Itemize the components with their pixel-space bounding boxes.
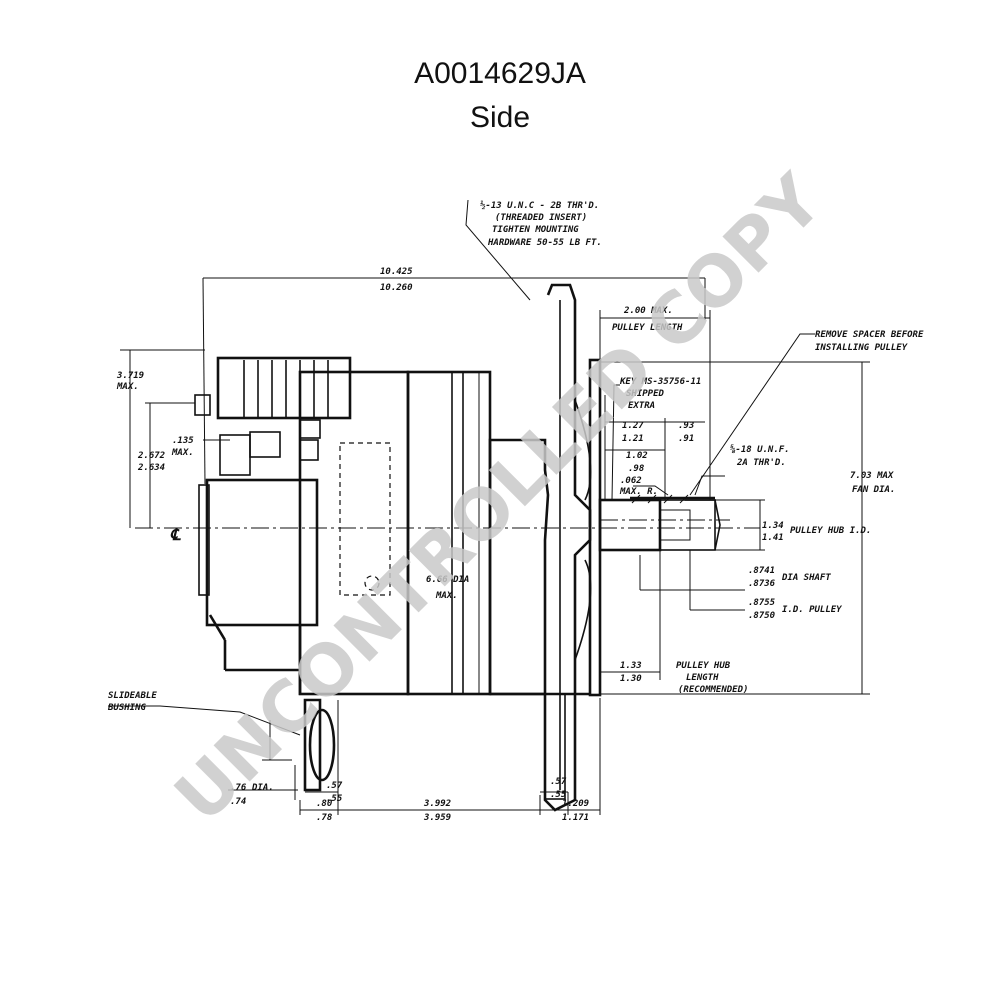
dim-1-02-min: .98	[628, 464, 644, 474]
overall-length-min: 10.260	[380, 283, 413, 293]
mounting-foot	[303, 698, 322, 792]
fan-dia-value: 7.03 MAX	[850, 471, 894, 481]
spacer-note-1: REMOVE SPACER BEFORE	[815, 330, 924, 340]
terminal-block	[216, 356, 352, 420]
dim-135-max: MAX.	[171, 448, 194, 458]
hub-length-3: (RECOMMENDED)	[678, 685, 748, 695]
hub-id-label: PULLEY HUB I.D.	[790, 526, 871, 536]
key-note-1: KEY MS-35756-11	[619, 377, 701, 387]
dim-3992-max: 3.992	[423, 799, 451, 809]
thread-pulley-2: 2A THR'D.	[736, 458, 786, 468]
shaft-end	[659, 499, 716, 551]
dim-80-min: .78	[316, 813, 332, 823]
view-title: Side	[469, 101, 531, 134]
alternator-outline	[194, 283, 721, 812]
svg-text:(THREADED INSERT): (THREADED INSERT)	[495, 213, 587, 223]
hub-id-max: 1.34	[762, 521, 784, 531]
bushing-dia-max: .76	[230, 783, 247, 793]
thread-note: ½-13 U.N.C - 2B THR'D. (THREADED INSERT)…	[480, 200, 602, 248]
dim-062: .062	[620, 476, 642, 486]
dim-1-27-min: 1.21	[622, 434, 644, 444]
bushing-dia-label: DIA.	[251, 783, 274, 793]
pulley-length-max: 2.00 MAX.	[623, 306, 673, 316]
shaft-dia-max: .8741	[748, 566, 775, 576]
dim-2672-max: 2.672	[137, 451, 165, 461]
fan-dia-label: FAN DIA.	[852, 485, 895, 495]
pulley-id-min: .8750	[748, 611, 776, 621]
pulley-id-label: I.D. PULLEY	[782, 605, 842, 615]
bushing-label-1: SLIDEABLE	[108, 691, 157, 701]
pulley-length-label: PULLEY LENGTH	[612, 323, 683, 333]
hub-length-2: LENGTH	[686, 673, 719, 683]
svg-text:TIGHTEN MOUNTING: TIGHTEN MOUNTING	[492, 225, 579, 235]
body-dia-value: 6.66 DIA	[426, 575, 469, 585]
shaft-dia-label: DIA SHAFT	[781, 573, 831, 583]
brush-holder	[339, 442, 391, 596]
dim-1-33-max: 1.33	[620, 661, 642, 671]
part-number-title: A0014629JA	[414, 57, 586, 90]
rear-cap	[198, 484, 210, 596]
dim-2672-min: 2.634	[137, 463, 165, 473]
svg-text:HARDWARE 50-55 LB FT.: HARDWARE 50-55 LB FT.	[487, 238, 602, 248]
centerline-symbol: ℄	[170, 525, 181, 544]
dim-3719-max: MAX.	[116, 382, 139, 392]
overall-length-max: 10.425	[380, 267, 413, 277]
dim-3719: 3.719	[116, 371, 144, 381]
spacer-note-2: INSTALLING PULLEY	[815, 343, 908, 353]
bushing-dia-min: .74	[230, 797, 246, 807]
dim-1209-min: 1.171	[562, 813, 589, 823]
svg-text:½-13 U.N.C - 2B THR'D.: ½-13 U.N.C - 2B THR'D.	[480, 200, 599, 211]
dim-1-33-min: 1.30	[620, 674, 642, 684]
thread-pulley-1: ⅝-18 U.N.F.	[730, 444, 790, 455]
dim-93-min: .91	[678, 434, 694, 444]
dim-1-02-max: 1.02	[626, 451, 648, 461]
dim-3992-min: 3.959	[423, 813, 451, 823]
body-dia-label: MAX.	[435, 591, 458, 601]
dim-1209-max: 1.209	[562, 799, 589, 809]
bushing-label-2: BUSHING	[107, 703, 147, 713]
key-note-3: EXTRA	[628, 401, 655, 411]
spacer-hatch	[630, 494, 715, 504]
shaft-dia-min: .8736	[748, 579, 776, 589]
key-note-2: SHIPPED	[626, 389, 665, 399]
hub-length-1: PULLEY HUB	[676, 661, 731, 671]
dim-80-max: .80	[316, 799, 333, 809]
dimension-lines	[108, 199, 870, 815]
hub-id-min: 1.41	[762, 533, 784, 543]
dim-1-27-max: 1.27	[622, 421, 644, 431]
watermark: UNCONTROLLED COPY	[159, 158, 839, 838]
dim-57-left-min: .55	[326, 794, 343, 804]
dim-57-right-min: .55	[550, 790, 567, 800]
dim-57-left-max: .57	[326, 781, 343, 791]
dim-57-right-max: .57	[550, 777, 567, 787]
dim-062-label: MAX. R.	[619, 487, 658, 497]
dim-93-max: .93	[678, 421, 694, 431]
pulley-hub	[598, 498, 662, 552]
dim-135: .135	[172, 436, 194, 446]
pulley-id-max: .8755	[748, 598, 776, 608]
